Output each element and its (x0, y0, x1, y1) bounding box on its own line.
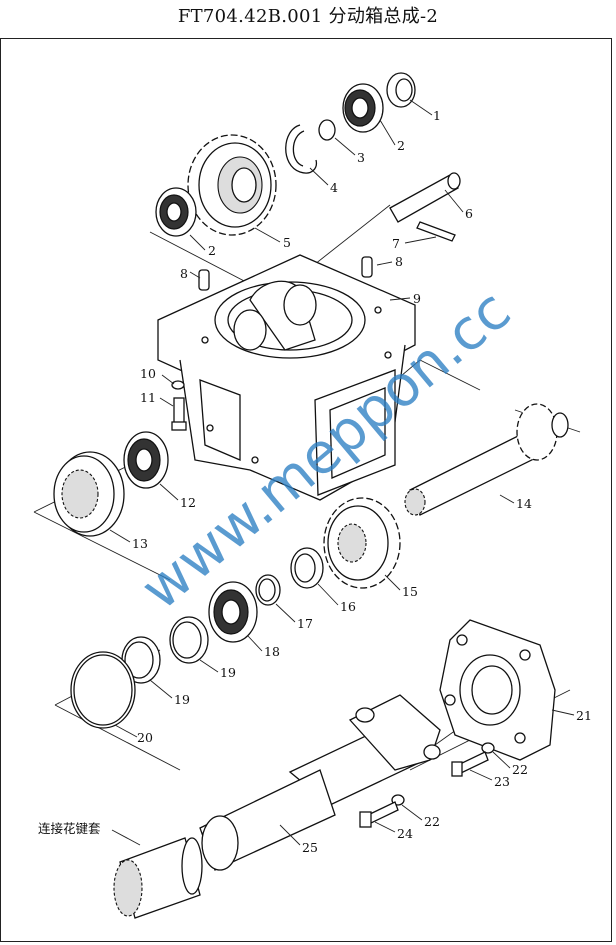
part-8-dowel-left (198, 269, 210, 291)
part-9-housing (157, 254, 416, 501)
part-17-ring (255, 574, 281, 606)
part-labels: 1 2 3 4 6 7 2 5 8 8 9 10 11 12 13 14 15 … (38, 108, 592, 855)
part-15-gear (323, 497, 401, 589)
label-21: 21 (576, 708, 592, 723)
label-1: 1 (433, 108, 441, 123)
drawing-frame (0, 38, 612, 942)
part-23-bolt (451, 751, 489, 777)
label-8-left: 8 (180, 266, 188, 281)
spline-sleeve (113, 837, 203, 919)
part-22-washer-a (481, 742, 495, 754)
part-11-bolt (171, 397, 187, 431)
label-8-right: 8 (395, 254, 403, 269)
part-1-seal (386, 72, 416, 108)
label-12: 12 (180, 495, 196, 510)
label-6: 6 (465, 206, 473, 221)
label-5: 5 (283, 235, 291, 250)
part-2-bearing-left (155, 187, 197, 237)
part-7-pin (416, 221, 456, 242)
part-25-tube (199, 694, 441, 871)
part-8-dowel-right (361, 256, 373, 278)
label-9: 9 (413, 291, 421, 306)
label-7: 7 (392, 236, 400, 251)
label-20: 20 (137, 730, 153, 745)
part-20-o-ring (70, 651, 136, 729)
label-10: 10 (140, 366, 156, 381)
label-16: 16 (340, 599, 356, 614)
label-22-a: 22 (512, 762, 528, 777)
part-13-splined-hub (53, 451, 125, 537)
part-19-ring-a (169, 616, 209, 664)
part-4-circlip (285, 124, 318, 174)
leader-lines (109, 99, 575, 846)
label-19-a: 19 (220, 665, 236, 680)
part-10-washer (171, 380, 185, 390)
label-15: 15 (402, 584, 418, 599)
label-25: 25 (302, 840, 318, 855)
page-title: FT704.42B.001 分动箱总成-2 (177, 6, 439, 27)
part-6-shaft-pin (389, 172, 461, 223)
label-24: 24 (397, 826, 413, 841)
label-2-top: 2 (397, 138, 405, 153)
part-5-gear (187, 134, 277, 236)
label-23: 23 (494, 774, 510, 789)
part-21-flange (439, 619, 556, 761)
label-19-b: 19 (174, 692, 190, 707)
label-14: 14 (516, 496, 532, 511)
label-4: 4 (330, 180, 338, 195)
label-11: 11 (140, 390, 156, 405)
label-22-b: 22 (424, 814, 440, 829)
label-18: 18 (264, 644, 280, 659)
label-2-left: 2 (208, 243, 216, 258)
part-16-ring (290, 547, 324, 589)
label-spline-sleeve: 连接花键套 (38, 821, 101, 836)
part-12-bearing (123, 431, 169, 489)
label-13: 13 (132, 536, 148, 551)
part-3-ring (318, 119, 336, 141)
part-2-bearing-top (342, 83, 384, 133)
part-24-bolt (359, 801, 399, 828)
part-14-shaft (404, 403, 569, 516)
label-17: 17 (297, 616, 313, 631)
label-3: 3 (357, 150, 365, 165)
part-18-bearing (208, 581, 258, 643)
